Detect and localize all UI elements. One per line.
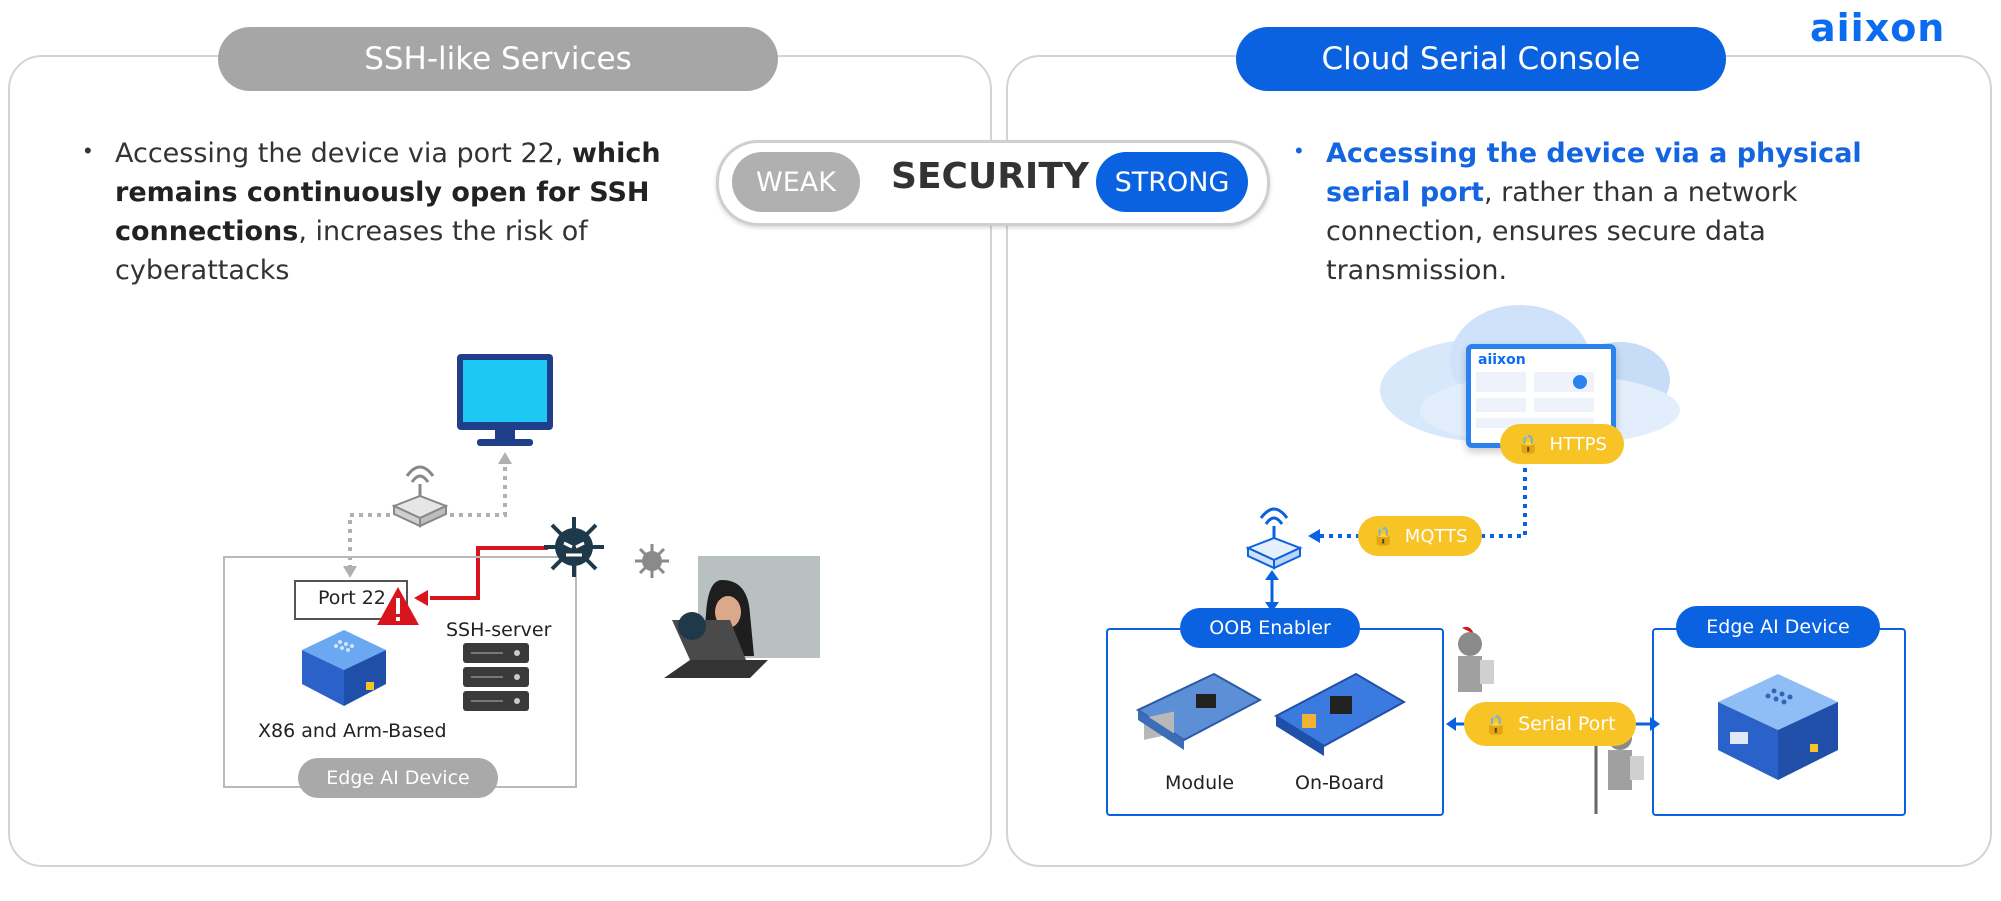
dashboard-widgets bbox=[1476, 372, 1594, 428]
oob-enabler-label: OOB Enabler bbox=[1180, 608, 1360, 648]
lock-icon: 🔒 bbox=[1372, 525, 1395, 547]
edge-ai-device-label: Edge AI Device bbox=[1676, 606, 1880, 648]
small-virus-icon bbox=[635, 544, 669, 578]
ssh-bullet-text: Accessing the device via port 22, which … bbox=[115, 138, 661, 286]
brand-logo: aiixon bbox=[1810, 6, 1946, 50]
edge-box-icon bbox=[302, 630, 386, 706]
lock-icon: 🔒 bbox=[1517, 433, 1540, 455]
server-stack-icon bbox=[463, 643, 529, 711]
module-board-icon bbox=[1135, 672, 1263, 750]
device-type-label: X86 and Arm-Based bbox=[258, 720, 447, 742]
security-weak-label: WEAK bbox=[732, 152, 860, 212]
router-icon bbox=[1245, 507, 1303, 570]
security-strong-label: STRONG bbox=[1096, 152, 1248, 212]
onboard-label: On-Board bbox=[1295, 772, 1385, 794]
ssh-services-title: SSH-like Services bbox=[218, 27, 778, 91]
knight-icon bbox=[1458, 626, 1494, 692]
monitor-icon bbox=[457, 354, 553, 446]
cloud-console-title: Cloud Serial Console bbox=[1236, 27, 1726, 91]
warning-icon bbox=[377, 587, 419, 625]
router-icon bbox=[391, 465, 449, 528]
module-label: Module bbox=[1165, 772, 1235, 794]
https-badge: 🔒HTTPS bbox=[1500, 424, 1624, 464]
bullet-dot: • bbox=[1295, 138, 1303, 163]
lock-icon: 🔒 bbox=[1484, 713, 1509, 736]
virus-icon bbox=[544, 517, 604, 577]
hacker-icon bbox=[664, 580, 768, 678]
edge-ai-box-icon bbox=[1718, 674, 1838, 780]
cloud-dashboard-logo: aiixon bbox=[1478, 352, 1526, 368]
cloud-bullet-text: Accessing the device via a physical seri… bbox=[1326, 138, 1862, 286]
onboard-board-icon bbox=[1273, 672, 1407, 756]
bullet-dot: • bbox=[84, 138, 92, 163]
serial-port-badge: 🔒Serial Port bbox=[1464, 702, 1636, 746]
edge-device-group-label: Edge AI Device bbox=[298, 758, 498, 798]
port-22-label: Port 22 bbox=[318, 587, 386, 609]
mqtts-badge: 🔒MQTTS bbox=[1358, 516, 1482, 556]
security-title: SECURITY bbox=[891, 156, 1089, 197]
ssh-server-label: SSH-server bbox=[446, 619, 552, 641]
